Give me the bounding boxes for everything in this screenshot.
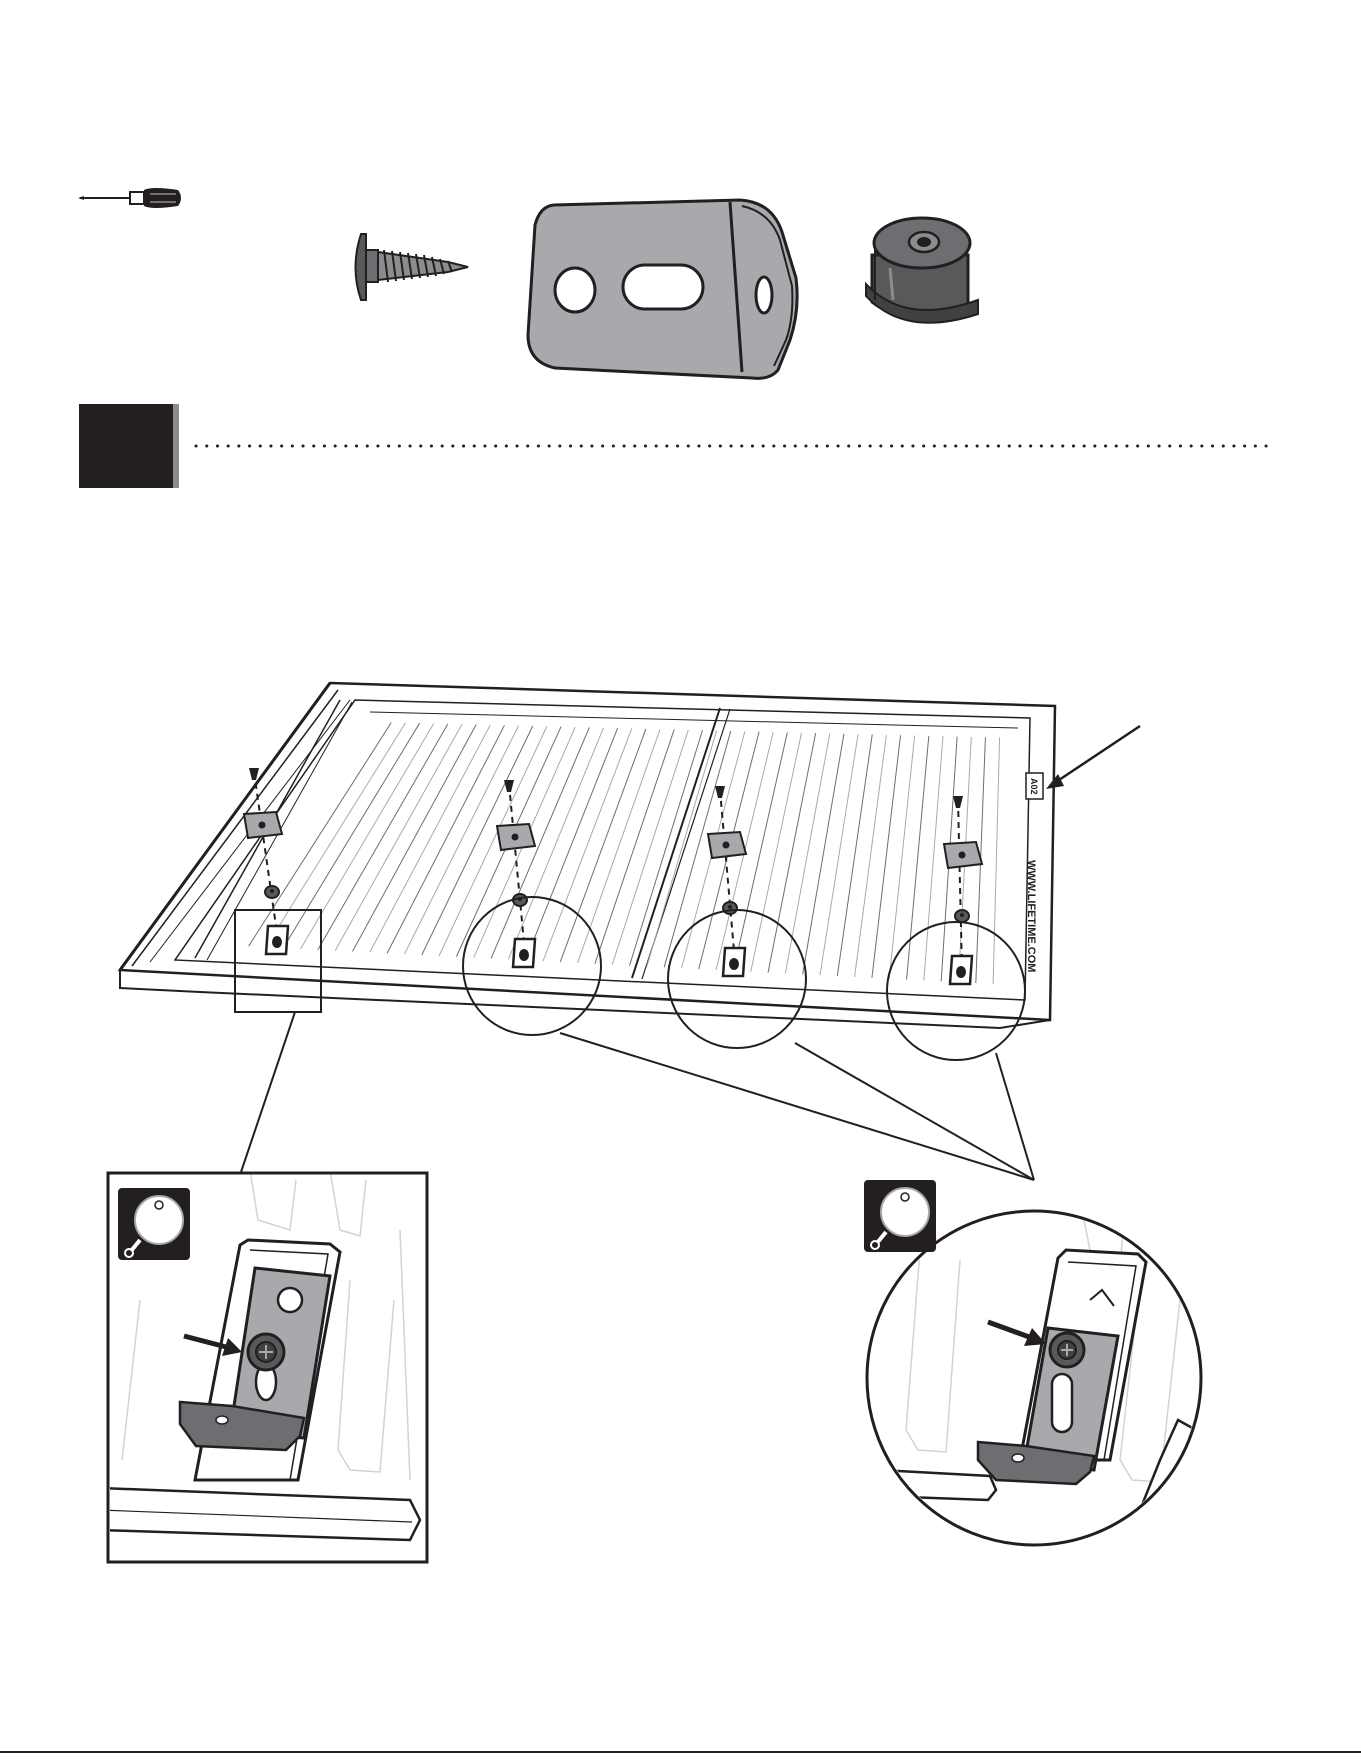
page-bottom-rule [0, 1751, 1361, 1753]
bracket-hole [959, 852, 966, 859]
bracket-hole [512, 834, 519, 841]
magnify-detail-circle [864, 1180, 1201, 1545]
mounting-hole-center [519, 949, 529, 961]
mounting-hole-center [272, 936, 282, 948]
screwdriver-icon [78, 188, 181, 208]
mounting-hole-center [729, 958, 739, 970]
screw-icon [356, 234, 469, 300]
plug-hole [270, 889, 274, 893]
plug-icon [866, 218, 978, 323]
leader-lines [240, 1012, 1034, 1180]
magnifier-icon [118, 1188, 190, 1260]
bracket-icon [528, 200, 797, 378]
screw-icon [249, 768, 259, 780]
magnifier-icon [864, 1180, 936, 1252]
table-panel [120, 683, 1055, 1028]
plug-hole [960, 913, 964, 917]
bracket-hole [723, 842, 730, 849]
panel-molded-text: WWW.LIFETIME.COM [1025, 860, 1037, 972]
magnify-detail-square [100, 1170, 427, 1562]
bracket-hole [259, 822, 266, 829]
mounting-hole-center [956, 966, 966, 978]
plug-hole [728, 905, 732, 909]
svg-text:A02: A02 [1029, 778, 1039, 795]
